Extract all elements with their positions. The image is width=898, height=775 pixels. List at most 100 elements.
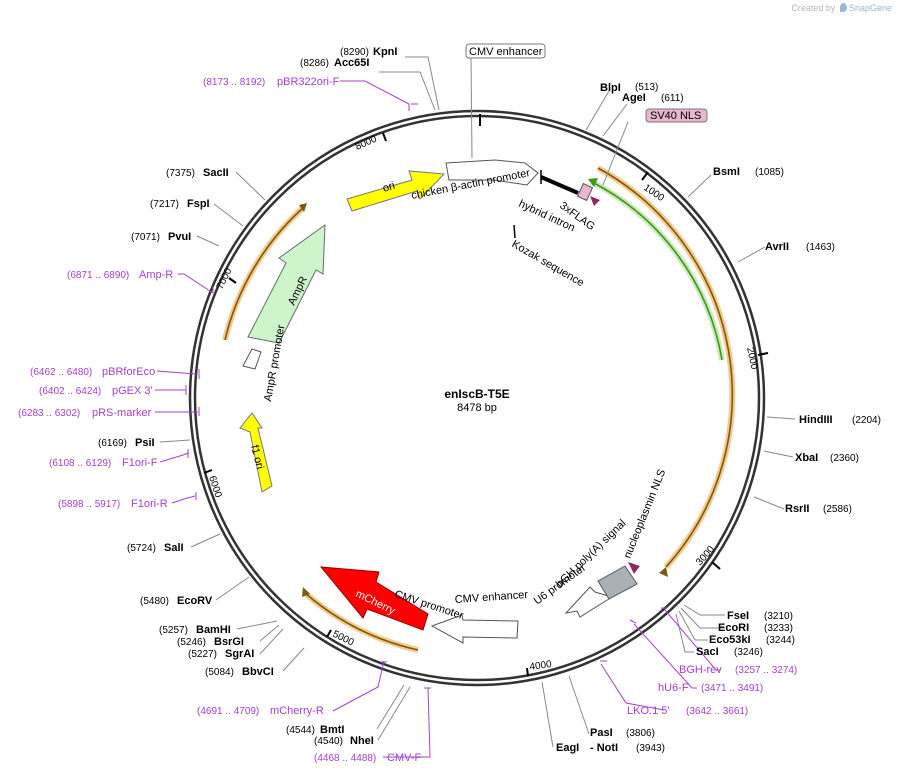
ori-label: ori bbox=[381, 180, 396, 195]
mcherry-r-name[interactable]: mCherry-R bbox=[270, 705, 324, 717]
xbai-pos: (2360) bbox=[830, 453, 859, 464]
sv40-nls-box bbox=[645, 108, 708, 123]
amp-r-name[interactable]: Amp-R bbox=[139, 269, 173, 281]
credit-prefix: Created by bbox=[791, 3, 836, 13]
kpni-name[interactable]: KpnI bbox=[373, 46, 397, 58]
lko1-5-name[interactable]: LKO.1 5' bbox=[627, 705, 669, 717]
f1ori-f-range: (6108 .. 6129) bbox=[49, 458, 111, 469]
fspi-name[interactable]: FspI bbox=[187, 198, 210, 210]
prs-marker-name[interactable]: pRS-marker bbox=[92, 407, 152, 419]
psii-name[interactable]: PsiI bbox=[135, 437, 155, 449]
backbone-outer-strand bbox=[188, 109, 766, 687]
sv40-nls-block bbox=[576, 182, 594, 202]
fsei-pos: (3210) bbox=[764, 611, 793, 622]
psii-pos: (6169) bbox=[98, 438, 127, 449]
lko1-5-range: (3642 .. 3661) bbox=[686, 706, 748, 717]
chicken-actin-promoter-arrow bbox=[445, 159, 539, 186]
bsmi-name[interactable]: BsmI bbox=[713, 166, 740, 178]
pbr322ori-f-name[interactable]: pBR322ori-F bbox=[277, 76, 340, 88]
amp-r-range: (6871 .. 6890) bbox=[67, 270, 129, 281]
prs-marker-range: (6283 .. 6302) bbox=[18, 408, 80, 419]
rsrii-name[interactable]: RsrII bbox=[785, 503, 809, 515]
ori-arrow bbox=[346, 170, 446, 212]
primer-labels: (8173 .. 8192) pBR322ori-F (6871 .. 6890… bbox=[18, 76, 797, 764]
bamhi-name[interactable]: BamHI bbox=[196, 624, 231, 636]
saci-name[interactable]: SacI bbox=[696, 646, 719, 658]
nhei-pos: (4540) bbox=[314, 736, 343, 747]
bgh-rev-name[interactable]: BGH-rev bbox=[679, 664, 722, 676]
f1-ori-arrow bbox=[239, 412, 273, 493]
ecorv-pos: (5480) bbox=[140, 596, 169, 607]
agei-pos: (611) bbox=[661, 93, 684, 104]
avrii-name[interactable]: AvrII bbox=[765, 241, 789, 253]
eco53ki-name[interactable]: Eco53kI bbox=[709, 634, 751, 646]
cmv-enhancer-box bbox=[465, 43, 546, 59]
f1ori-f-name[interactable]: F1ori-F bbox=[122, 457, 158, 469]
orf-green-arc bbox=[591, 181, 723, 361]
kozak-marker bbox=[513, 224, 516, 239]
sgrai-name[interactable]: SgrAI bbox=[225, 648, 254, 660]
sali-name[interactable]: SalI bbox=[164, 542, 184, 554]
pbrforeco-name[interactable]: pBRforEco bbox=[102, 366, 155, 378]
eagi-name[interactable]: EagI bbox=[556, 742, 579, 754]
hu6-f-range: (3471 .. 3491) bbox=[701, 683, 763, 694]
ampr-arrow bbox=[247, 223, 326, 344]
sacii-pos: (7375) bbox=[166, 168, 195, 179]
flag-tag bbox=[590, 196, 600, 206]
sacii-name[interactable]: SacII bbox=[203, 167, 229, 179]
orf-ampr-arrowhead bbox=[299, 203, 307, 212]
plasmid-size: 8478 bp bbox=[457, 402, 497, 414]
feature-labels: CMV enhancer SV40 NLS chicken β-actin pr… bbox=[248, 43, 708, 622]
orf-main-arrowhead bbox=[659, 567, 668, 577]
pvui-name[interactable]: PvuI bbox=[168, 231, 191, 243]
fsei-name[interactable]: FseI bbox=[727, 610, 749, 622]
bbvci-pos: (5084) bbox=[205, 667, 234, 678]
enzyme-leader-lines bbox=[159, 56, 796, 748]
credit-brand: SnapGene bbox=[848, 3, 892, 13]
pvui-pos: (7071) bbox=[131, 232, 160, 243]
bgh-rev-range: (3257 .. 3274) bbox=[735, 665, 797, 676]
kozak-label: Kozak sequence bbox=[510, 238, 586, 289]
blpi-name[interactable]: BlpI bbox=[600, 82, 621, 94]
pgex3-name[interactable]: pGEX 3' bbox=[112, 385, 153, 397]
bmti-name[interactable]: BmtI bbox=[320, 724, 344, 736]
cmv-enhancer-promoter-arrow bbox=[430, 614, 519, 644]
orf-mcherry-arc bbox=[304, 592, 419, 651]
orf-ampr-arc bbox=[224, 206, 305, 341]
pbr322ori-f-range: (8173 .. 8192) bbox=[203, 77, 265, 88]
bamhi-pos: (5257) bbox=[159, 625, 188, 636]
pasi-pos: (3806) bbox=[626, 728, 655, 739]
noti-name[interactable]: - NotI bbox=[590, 742, 618, 754]
ecori-name[interactable]: EcoRI bbox=[718, 622, 749, 634]
bsrgi-pos: (5246) bbox=[177, 637, 206, 648]
blpi-pos: (513) bbox=[635, 82, 658, 93]
hindiii-name[interactable]: HindIII bbox=[799, 414, 833, 426]
snapgene-logo-icon bbox=[839, 3, 847, 12]
bmti-pos: (4544) bbox=[286, 725, 315, 736]
eagi-noti-pos: (3943) bbox=[636, 743, 665, 754]
primer-leader-lines bbox=[155, 80, 720, 758]
avrii-pos: (1463) bbox=[806, 242, 835, 253]
bgh-polya-block bbox=[597, 565, 638, 600]
bbvci-name[interactable]: BbvCI bbox=[242, 666, 274, 678]
f1ori-r-name[interactable]: F1ori-R bbox=[131, 498, 168, 510]
cmv-f-range: (4468 .. 4488) bbox=[314, 753, 376, 764]
orf-arcs bbox=[222, 165, 736, 653]
kpni-pos: (8290) bbox=[340, 47, 369, 58]
pasi-name[interactable]: PasI bbox=[590, 727, 613, 739]
acc65i-pos: (8286) bbox=[300, 58, 329, 69]
nucleoplasmin-nls-label: nucleoplasmin NLS bbox=[622, 468, 669, 560]
backbone-inner-strand bbox=[193, 114, 761, 682]
cmv-f-name[interactable]: CMV-F bbox=[387, 752, 422, 764]
acc65i-name[interactable]: Acc65I bbox=[334, 57, 369, 69]
sv40-nls-box-label: SV40 NLS bbox=[650, 110, 701, 122]
pgex3-range: (6402 .. 6424) bbox=[39, 386, 101, 397]
xbai-name[interactable]: XbaI bbox=[795, 452, 818, 464]
nhei-name[interactable]: NheI bbox=[350, 735, 374, 747]
saci-pos: (3246) bbox=[734, 647, 763, 658]
ecorv-name[interactable]: EcoRV bbox=[177, 595, 213, 607]
agei-name[interactable]: AgeI bbox=[622, 92, 646, 104]
bsrgi-name[interactable]: BsrGI bbox=[214, 636, 244, 648]
f1-ori-label: f1 ori bbox=[248, 444, 266, 471]
hu6-f-name[interactable]: hU6-F bbox=[658, 682, 689, 694]
